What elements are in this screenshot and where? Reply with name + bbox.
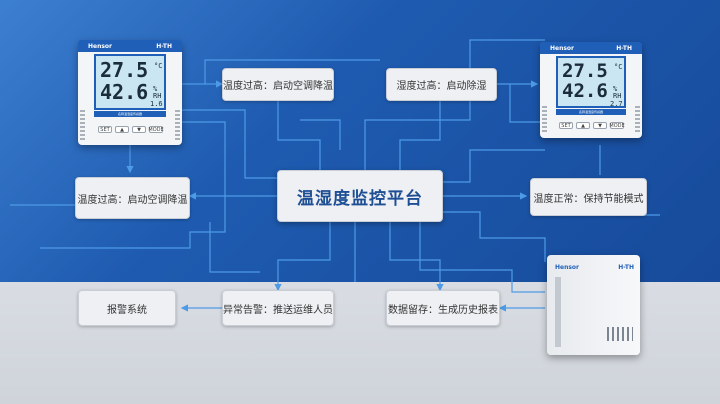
enclosure-panel bbox=[555, 277, 561, 347]
brand-label: Hensor bbox=[88, 42, 113, 50]
alert-push-box: 异常告警：推送运维人员 bbox=[222, 290, 334, 326]
down-button[interactable]: ▼ bbox=[132, 126, 146, 133]
set-button[interactable]: SET bbox=[559, 122, 573, 129]
humidity-value: 42.6 bbox=[562, 80, 608, 102]
device-header: Hensor H-TH bbox=[540, 42, 642, 54]
sensor-device-left: Hensor H-TH 27.5 °C 42.6 % RH 1.6 名称温湿度传… bbox=[78, 40, 182, 145]
sensor-enclosure: Hensor H-TH bbox=[547, 255, 640, 355]
label-strip: 名称温湿度传感器 bbox=[556, 109, 626, 115]
lcd-display: 27.5 °C 42.6 % RH 2.7 bbox=[556, 56, 626, 108]
set-button[interactable]: SET bbox=[98, 126, 112, 133]
model-label: H-TH bbox=[618, 263, 634, 271]
model-label: H-TH bbox=[156, 42, 172, 50]
mode-button[interactable]: MODE bbox=[148, 126, 164, 133]
vent-left bbox=[542, 106, 547, 134]
action-box-temp-high-top: 温度过高：启动空调降温 bbox=[222, 68, 334, 101]
action-box-temp-normal: 温度正常：保持节能模式 bbox=[530, 178, 647, 216]
action-box-humidity-high: 湿度过高：启动除湿 bbox=[386, 68, 497, 101]
alarm-system-box: 报警系统 bbox=[78, 290, 176, 326]
down-button[interactable]: ▼ bbox=[593, 122, 607, 129]
temperature-value: 27.5 bbox=[100, 58, 149, 82]
lcd-display: 27.5 °C 42.6 % RH 1.6 bbox=[94, 54, 166, 110]
temperature-value: 27.5 bbox=[562, 60, 608, 82]
sensor-device-right: Hensor H-TH 27.5 °C 42.6 % RH 2.7 名称温湿度传… bbox=[540, 42, 642, 138]
label-strip: 名称温湿度传感器 bbox=[94, 111, 166, 117]
action-box-temp-high-mid: 温度过高：启动空调降温 bbox=[75, 177, 190, 219]
device-header: Hensor H-TH bbox=[78, 40, 182, 52]
data-report-box: 数据留存：生成历史报表 bbox=[386, 290, 500, 326]
vent-left bbox=[80, 110, 85, 140]
up-button[interactable]: ▲ bbox=[115, 126, 129, 133]
enclosure-header: Hensor H-TH bbox=[555, 261, 634, 273]
model-label: H-TH bbox=[616, 44, 632, 52]
humidity-unit: % RH bbox=[613, 85, 622, 100]
small-readout: 2.7 bbox=[610, 100, 623, 108]
mode-button[interactable]: MODE bbox=[609, 122, 625, 129]
humidity-value: 42.6 bbox=[100, 80, 149, 104]
brand-label: Hensor bbox=[555, 263, 580, 271]
vent-grill bbox=[607, 327, 633, 341]
humidity-unit: % RH bbox=[153, 85, 162, 100]
up-button[interactable]: ▲ bbox=[576, 122, 590, 129]
temperature-unit: °C bbox=[154, 62, 163, 70]
temperature-unit: °C bbox=[614, 63, 623, 71]
small-readout: 1.6 bbox=[150, 100, 163, 108]
vent-right bbox=[635, 106, 640, 134]
vent-right bbox=[175, 110, 180, 140]
brand-label: Hensor bbox=[550, 44, 575, 52]
platform-title: 温湿度监控平台 bbox=[277, 170, 443, 222]
